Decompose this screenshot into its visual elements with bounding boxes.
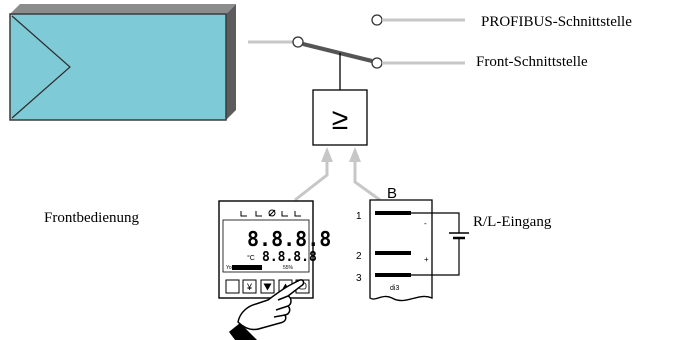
- terminal-block-label: B: [387, 185, 397, 202]
- blank-key[interactable]: [225, 279, 240, 294]
- unit-label: °C: [247, 254, 255, 262]
- front-operation-label: Frontbedienung: [44, 210, 139, 226]
- percent-label: 55%: [283, 265, 294, 271]
- output-bar: [232, 265, 262, 270]
- front-interface-label: Front-Schnittstelle: [476, 54, 588, 70]
- interface-switch: [248, 14, 465, 90]
- pin-2-label: 2: [356, 251, 362, 262]
- lcd-display: [222, 219, 310, 273]
- pin-3-label: 3: [356, 273, 362, 284]
- switch-pivot: [292, 36, 304, 48]
- arrow-up-icon: [349, 147, 361, 162]
- pointing-hand-icon: [228, 279, 305, 340]
- front-contact: [371, 57, 383, 69]
- terminal-pin-3: [375, 273, 411, 277]
- profibus-label: PROFIBUS-Schnittstelle: [481, 14, 632, 30]
- sub-value: 8.8.8.8: [262, 250, 317, 265]
- device-box: [9, 4, 236, 121]
- di3-label: di3: [390, 285, 399, 292]
- main-value: 8.8.8.8: [247, 227, 331, 251]
- bar-label: Yo: [226, 265, 232, 271]
- function-key[interactable]: [242, 279, 257, 294]
- minus-label: -: [424, 219, 427, 228]
- terminal-pin-2: [375, 251, 411, 255]
- front-operation-wire: [294, 160, 329, 202]
- plus-label: +: [424, 255, 429, 264]
- arrow-up-icon: [321, 147, 333, 162]
- pin-1-label: 1: [356, 211, 362, 222]
- or-gate: ≥: [312, 89, 368, 146]
- function-key-icon: ¥: [246, 282, 253, 292]
- rl-input-circuit: [411, 212, 469, 276]
- profibus-contact: [371, 14, 383, 26]
- input-arrows: [294, 147, 381, 202]
- or-gate-symbol: ≥: [332, 103, 348, 136]
- down-arrow-icon: [263, 283, 272, 291]
- switch-lever: [302, 42, 373, 63]
- front-panel: 8.8.8.8 °C 8.8.8.8 Yo 55% ¥: [218, 200, 331, 299]
- device-chevron-icon: [11, 15, 71, 119]
- rl-input-label: R/L-Eingang: [473, 214, 552, 230]
- terminal-block: [369, 199, 433, 302]
- status-leds: [240, 209, 301, 217]
- rl-input-wire: [353, 160, 381, 202]
- terminal-pin-1: [375, 211, 411, 215]
